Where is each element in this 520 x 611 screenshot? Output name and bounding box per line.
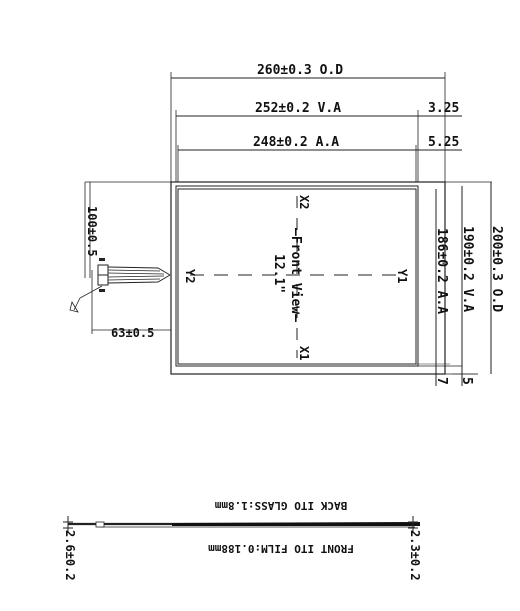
aa-height-label: 186±0.2 A.A <box>434 228 449 314</box>
y2-label: Y2 <box>183 269 197 283</box>
x1-label: X1 <box>297 346 311 360</box>
aa-offset-label: 5.25 <box>428 135 459 150</box>
va-width-label: 252±0.2 V.A <box>255 101 341 116</box>
va-offset-label: 3.25 <box>428 101 459 116</box>
dim-lines <box>170 72 462 182</box>
tail-length-label: 63±0.5 <box>111 326 154 340</box>
front-view-label: —Front View— <box>288 228 303 322</box>
front-film-label: FRONT ITO FILM:0.188mm <box>208 542 354 555</box>
y1-label: Y1 <box>395 269 409 283</box>
va-height-label: 190±0.2 V.A <box>460 226 475 312</box>
od-width-label: 260±0.3 O.D <box>257 63 343 78</box>
right-thickness-label: 2.3±0.2 <box>408 530 422 581</box>
tail-position-label: 100±0.5 <box>85 206 99 257</box>
left-thickness-label: 2.6±0.2 <box>63 530 77 581</box>
side-view <box>63 516 420 533</box>
aa-width-label: 248±0.2 A.A <box>253 135 339 150</box>
tail-connector <box>69 182 171 334</box>
back-glass-label: BACK ITO GLASS:1.8mm <box>214 499 347 512</box>
panel-size-label: 12.1" <box>271 254 286 293</box>
right-dim-lines <box>435 182 492 386</box>
bottom-offset-b: 5 <box>459 377 474 385</box>
bottom-offset-a: 7 <box>434 377 449 385</box>
center-lines <box>190 196 408 358</box>
panel-outline <box>85 181 492 375</box>
x2-label: X2 <box>297 195 311 209</box>
od-height-label: 200±0.3 O.D <box>489 226 504 312</box>
